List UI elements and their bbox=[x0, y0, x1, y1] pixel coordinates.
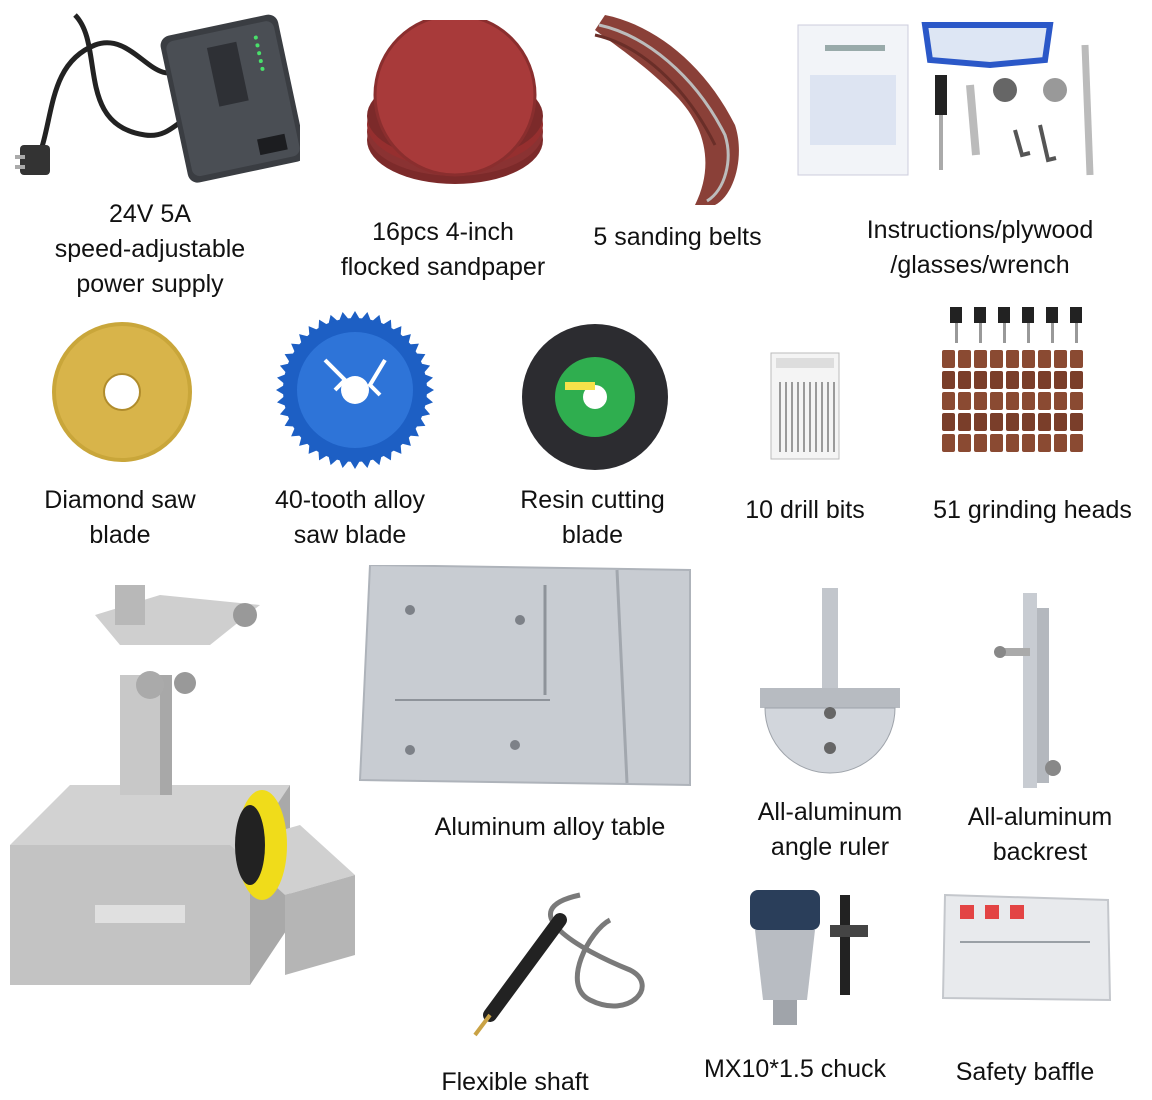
grinding-heads-image bbox=[940, 305, 1085, 455]
item-label: MX10*1.5 chuck bbox=[703, 1055, 887, 1083]
accessories-image bbox=[790, 15, 1130, 195]
item-label: 40-tooth alloy saw blade bbox=[274, 486, 426, 549]
item-label: Flexible shaft bbox=[441, 1068, 589, 1096]
flexible-shaft-image bbox=[470, 890, 670, 1040]
sanding-belts-image bbox=[585, 5, 755, 215]
item-label: All-aluminum backrest bbox=[967, 803, 1113, 866]
backrest-image bbox=[985, 588, 1075, 793]
item-label: Diamond saw blade bbox=[44, 486, 196, 549]
item-label: Instructions/plywood /glasses/wrench bbox=[866, 216, 1094, 279]
diamond-blade-image bbox=[50, 320, 195, 465]
power-supply-image bbox=[15, 5, 300, 190]
item-label: Resin cutting blade bbox=[520, 486, 665, 549]
resin-blade-image bbox=[520, 322, 670, 472]
machine-image bbox=[0, 575, 360, 1005]
item-label: 16pcs 4-inch flocked sandpaper bbox=[340, 218, 546, 281]
alloy-blade-image bbox=[275, 310, 435, 470]
table-image bbox=[355, 565, 695, 790]
item-label: 5 sanding belts bbox=[593, 223, 762, 251]
item-label: All-aluminum angle ruler bbox=[757, 798, 903, 861]
angle-ruler-image bbox=[760, 588, 900, 783]
item-label: 24V 5A speed-adjustable power supply bbox=[54, 200, 246, 298]
item-label: 10 drill bits bbox=[745, 496, 865, 524]
item-label: Safety baffle bbox=[955, 1058, 1095, 1086]
item-label: Aluminum alloy table bbox=[434, 813, 666, 841]
sandpaper-image bbox=[360, 20, 550, 190]
safety-baffle-image bbox=[940, 890, 1115, 1005]
chuck-image bbox=[745, 885, 895, 1030]
drill-bits-image bbox=[770, 352, 840, 460]
item-label: 51 grinding heads bbox=[933, 496, 1132, 524]
